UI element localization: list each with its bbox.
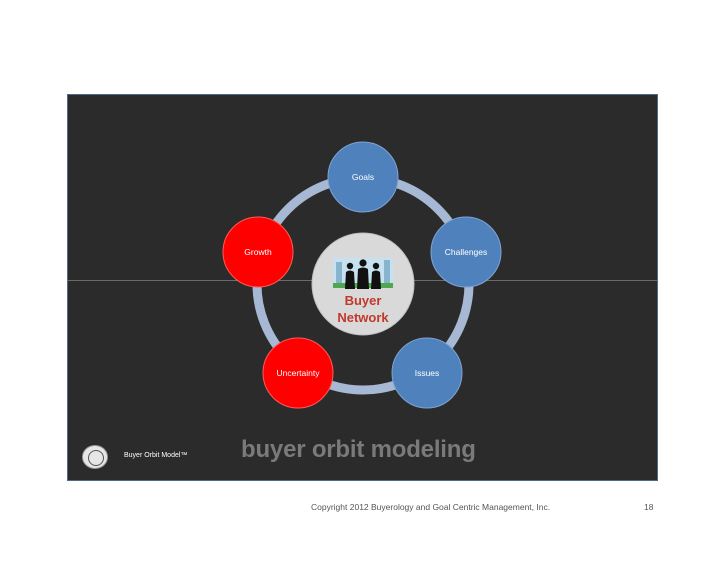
- node-challenges-circle: [430, 216, 502, 288]
- logo-emblem: [88, 450, 104, 466]
- center-label-line1: Buyer: [345, 293, 382, 308]
- model-label: Buyer Orbit Model™: [124, 452, 188, 459]
- slide-heading: buyer orbit modeling: [241, 436, 476, 463]
- node-issues-label: Issues: [415, 368, 440, 378]
- page-number: 18: [644, 502, 654, 512]
- node-uncertainty: Uncertainty: [262, 337, 334, 409]
- node-goals-circle: [327, 141, 399, 213]
- node-challenges-label: Challenges: [445, 247, 488, 257]
- node-growth: Growth: [222, 216, 294, 288]
- center-label-line2: Network: [337, 310, 389, 325]
- node-uncertainty-circle: [262, 337, 334, 409]
- node-uncertainty-label: Uncertainty: [277, 368, 321, 378]
- node-growth-label: Growth: [244, 247, 272, 257]
- node-challenges: Challenges: [430, 216, 502, 288]
- node-issues: Issues: [391, 337, 463, 409]
- node-growth-circle: [222, 216, 294, 288]
- node-goals-label: Goals: [352, 172, 374, 182]
- node-goals: Goals: [327, 141, 399, 213]
- center-node: Buyer Network: [311, 232, 415, 336]
- copyright-text: Copyright 2012 Buyerology and Goal Centr…: [311, 502, 551, 512]
- business-people-icon: [333, 258, 393, 289]
- node-issues-circle: [391, 337, 463, 409]
- company-logo: [82, 445, 108, 469]
